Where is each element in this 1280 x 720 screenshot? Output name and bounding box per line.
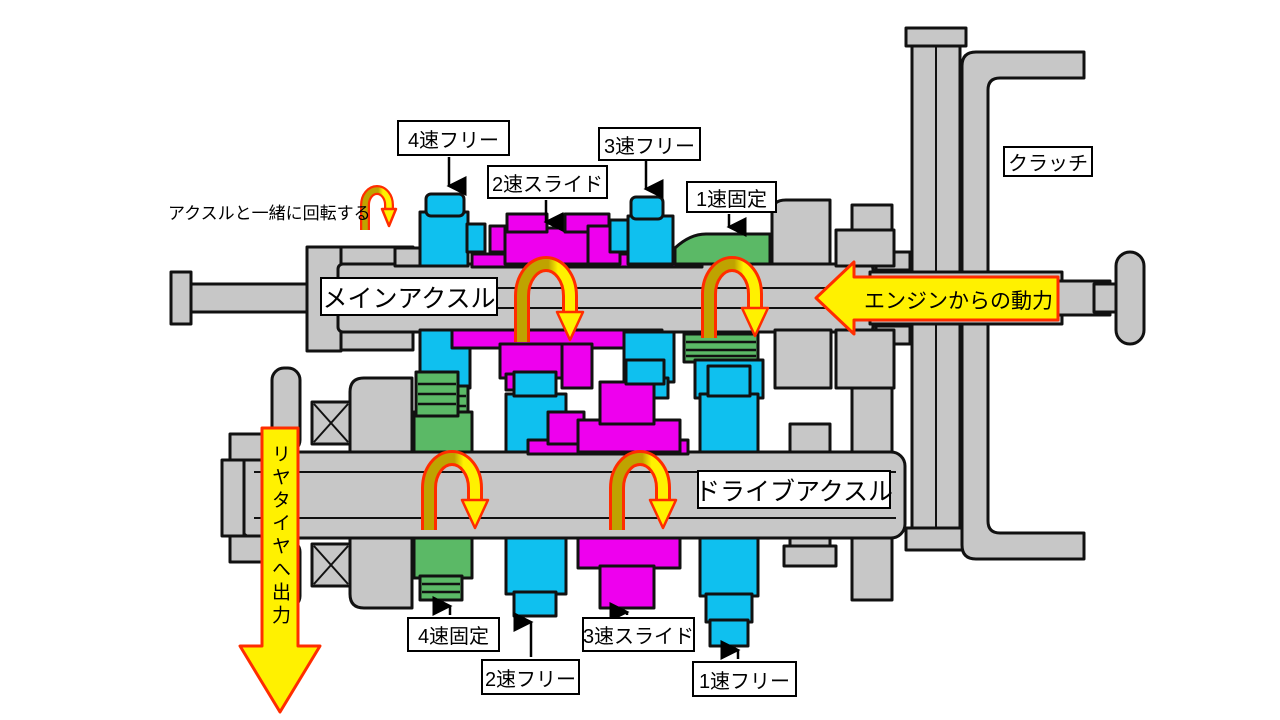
drive-axle-gears-bottom <box>412 536 760 648</box>
label-gear2-free: 2速フリー <box>481 659 580 695</box>
gear-4th-free-top <box>418 210 470 268</box>
label-gear4-fixed: 4速固定 <box>407 617 500 652</box>
gear-1st-free-bottom <box>698 536 760 598</box>
sprocket-tab-bottom <box>228 534 264 564</box>
drive-axle-end-cap <box>220 458 246 538</box>
drive-axle-right-plate-cap <box>782 544 838 568</box>
gear-2nd-free-bottom <box>504 536 568 596</box>
gear-2nd-slide-capL <box>505 212 549 234</box>
release-flange <box>1114 250 1146 346</box>
dog-ring-green-right <box>682 332 760 364</box>
clutch-stack-top-cap <box>904 26 968 48</box>
main-axle-rod-flange <box>169 270 193 326</box>
gear-1st-free-bottom-mid <box>704 592 754 624</box>
rotation-arrow-drive-left <box>421 450 490 530</box>
engine-power-text: エンジンからの動力 <box>864 290 1053 313</box>
rotation-arrow-small <box>360 185 398 230</box>
rotate-note-text: アクスルと一緒に回転する <box>168 204 371 223</box>
gear-1st-fixed-top <box>673 232 772 266</box>
label-drive-axle: ドライブアクスル <box>695 470 893 509</box>
main-axle-gears-top <box>393 192 896 269</box>
gear-3rd-free-top-cap <box>629 195 665 221</box>
hub-block-bottom <box>348 536 414 610</box>
gear-3rd-slide-top <box>598 380 656 426</box>
label-gear3-free: 3速フリー <box>598 127 701 161</box>
gear-3rd-slide-bottom <box>598 564 656 610</box>
rear-tire-output-text: リヤタイヤへ出力 <box>269 444 290 628</box>
gear-1st-free-top <box>698 392 760 454</box>
clutch-stack-bottom-cap <box>904 526 968 552</box>
drive-axle-gears-top <box>412 358 760 456</box>
label-gear1-fixed: 1速固定 <box>686 181 777 213</box>
gear-2nd-free-bottom-cap <box>512 590 558 618</box>
gear-1st-free-bottom-cap <box>708 618 750 648</box>
label-pointer-arrows <box>432 157 747 660</box>
gear-3rd-dog-top <box>624 358 666 386</box>
gear-3rd-free-top <box>626 214 675 266</box>
engine-power-arrow <box>814 260 1060 336</box>
rotation-arrow-main-right <box>701 256 770 338</box>
gear-2nd-free-top-cap <box>512 370 558 398</box>
hub-block-top <box>348 376 414 454</box>
label-gear4-free: 4速フリー <box>397 120 510 156</box>
gear-4th-fixed-top <box>412 410 474 454</box>
bearing-block-top <box>770 198 832 266</box>
gear-3rd-slide-bottom-base <box>576 536 682 570</box>
gear-4th-fixed-bottom-ring <box>418 574 464 602</box>
spacer-right-top <box>834 228 896 268</box>
label-main-axle: メインアクスル <box>320 277 498 316</box>
gear-4th-fixed-bottom <box>412 536 474 580</box>
gear-1st-free-top-cap <box>706 364 752 398</box>
label-gear2-slide: 2速スライド <box>487 165 608 199</box>
label-gear1-free: 1速フリー <box>692 661 797 697</box>
rotation-arrow-main-left <box>514 256 585 342</box>
gear-4th-nub <box>465 222 487 254</box>
rear-tire-output-arrow <box>238 426 322 714</box>
label-gear3-slide: 3速スライド <box>582 617 695 652</box>
spacer-right-bottom <box>834 328 896 390</box>
rotation-arrow-drive-right <box>609 450 678 530</box>
label-clutch: クラッチ <box>1003 146 1093 177</box>
clutch-assembly <box>850 26 1086 602</box>
bearing-block-bottom <box>773 328 833 390</box>
gear-4th-free-top-cap <box>424 192 466 218</box>
gear-3rd-nub <box>608 218 630 254</box>
gear-2nd-bottom-right <box>560 342 594 390</box>
sprocket-tab-top <box>228 432 264 462</box>
